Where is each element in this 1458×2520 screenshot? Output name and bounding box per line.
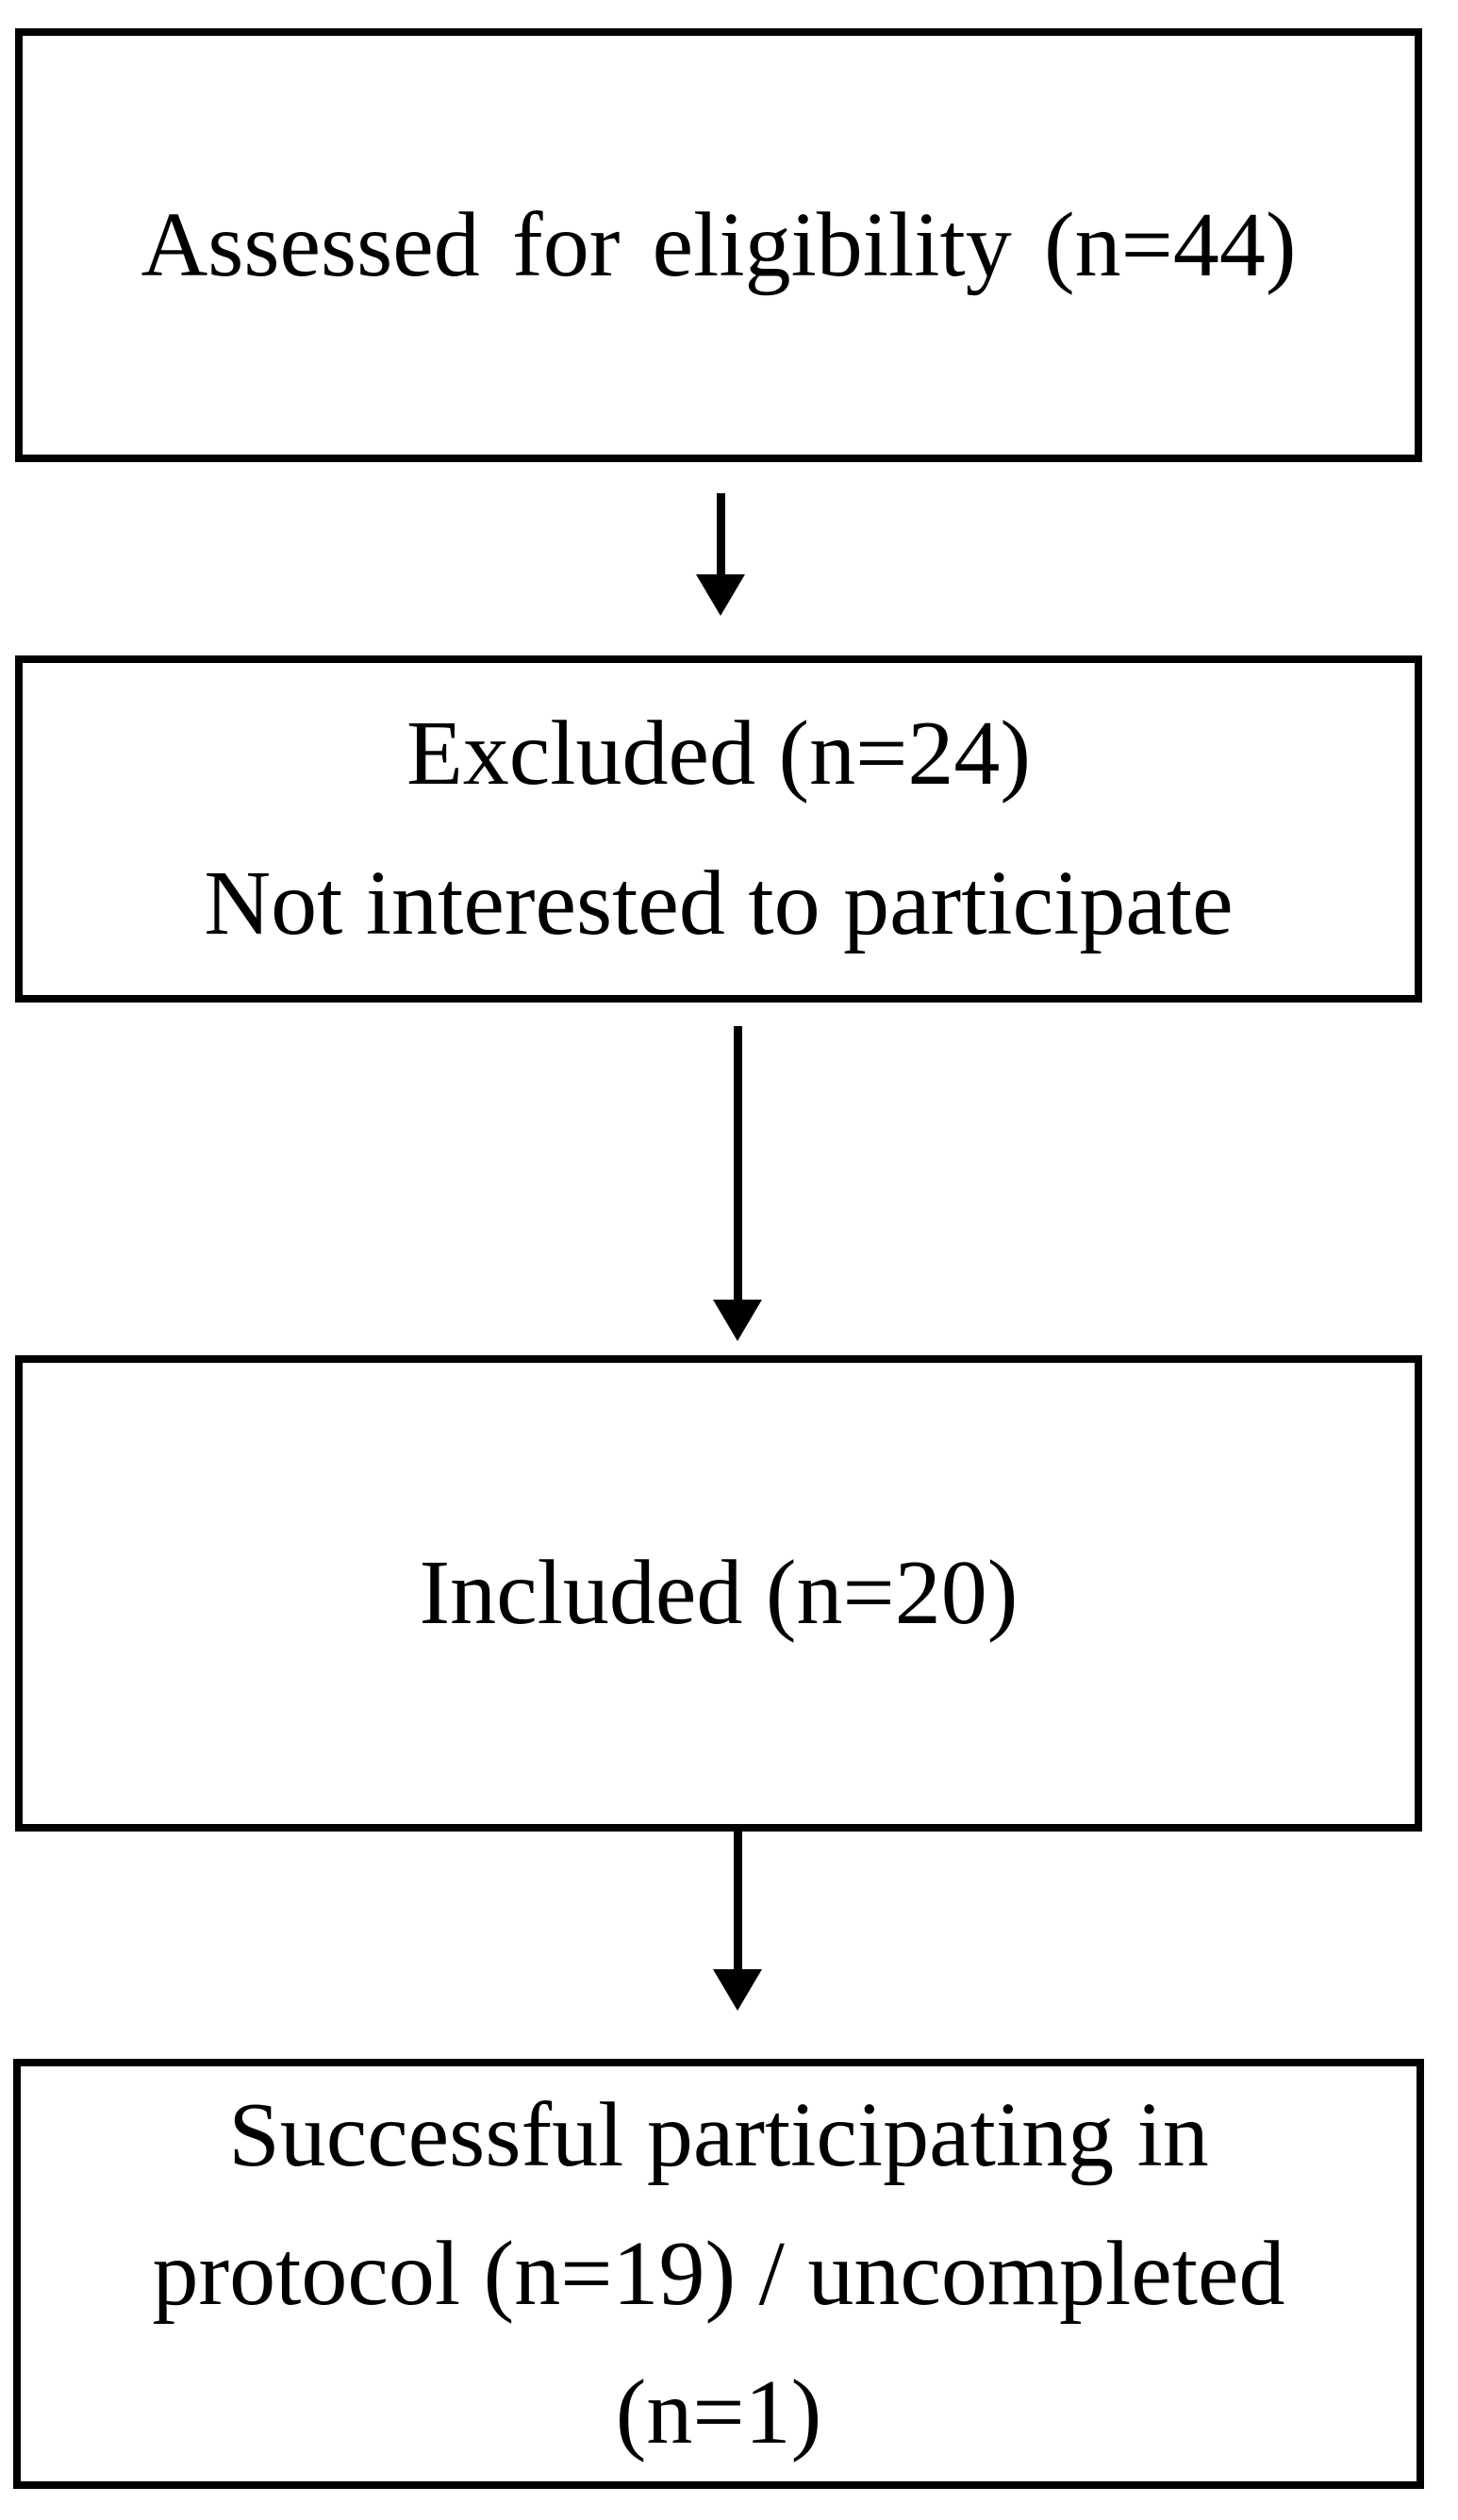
box-text-line: Assessed for eligibility (n=44) [141,193,1297,296]
flow-box-protocol-outcome: Successful participating in protocol (n=… [13,2059,1424,2489]
flow-box-included: Included (n=20) [15,1355,1422,1832]
box-text-line: (n=1) [615,2361,822,2463]
down-arrow-icon [713,1026,762,1341]
box-text-line: Included (n=20) [419,1542,1019,1645]
arrow-head [713,1969,762,2011]
flow-box-excluded: Excluded (n=24) Not interested to partic… [15,655,1422,1003]
box-text-line: Excluded (n=24) [406,703,1032,805]
arrow-head [696,574,745,616]
arrow-head [713,1300,762,1341]
down-arrow-icon [713,1832,762,2011]
arrow-shaft [733,1832,742,1969]
arrow-shaft [733,1026,742,1300]
box-text-line: protocol (n=19) / uncompleted [152,2222,1285,2325]
arrow-shaft [716,493,725,574]
down-arrow-icon [696,493,745,616]
box-text-line: Not interested to participate [204,853,1234,954]
box-text-line: Successful participating in [228,2083,1209,2186]
flow-box-assessed-for-eligibility: Assessed for eligibility (n=44) [15,28,1422,462]
